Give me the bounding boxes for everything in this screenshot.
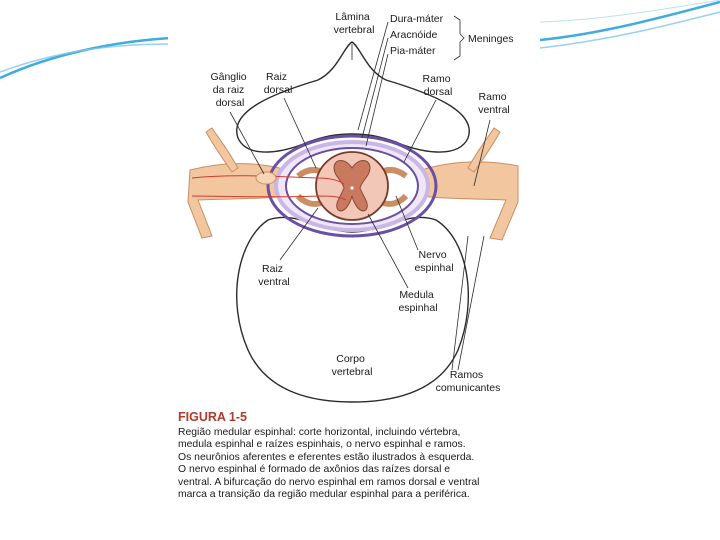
caption-title: FIGURA 1-5 [178, 410, 247, 424]
label-ramo-ventral: Ramo ventral [478, 91, 510, 116]
caption-line: ventral. A bifurcação do nervo espinhal … [178, 476, 480, 488]
caption-line: O nervo espinhal é formado de axônios da… [178, 464, 451, 476]
leader-ramo-dorsal [403, 99, 437, 163]
right-ramus-dorsal [467, 127, 501, 173]
dorsal-root-ganglion [255, 171, 277, 185]
caption-line: marca a transição da região medular espi… [178, 489, 470, 501]
figure-caption: FIGURA 1-5 Região medular espinhal: cort… [178, 410, 528, 501]
label-raiz-dorsal: Raiz dorsal [264, 71, 293, 96]
label-ramo-dorsal: Ramo dorsal [423, 73, 454, 98]
leader-medula [367, 213, 409, 289]
central-canal [350, 186, 354, 190]
dura-mater-ring [266, 134, 438, 238]
caption-line: Região medular espinhal: corte horizonta… [178, 427, 461, 438]
label-ganglio: Gânglio da raiz dorsal [210, 71, 249, 109]
leader-ramo-ventral [473, 119, 491, 187]
spinal-cord-diagram: Lâmina vertebral Dura-máter Aracnóide Pi… [187, 11, 519, 403]
leader-pia [365, 53, 389, 147]
label-meninges: Meninges [468, 33, 514, 45]
label-dura-mater: Dura-máter [390, 13, 444, 25]
label-aracnoide: Aracnóide [390, 29, 437, 41]
label-nervo-espinhal: Nervo espinhal [414, 249, 453, 274]
label-corpo-vertebral: Corpo vertebral [332, 353, 373, 378]
label-pia-mater: Pia-máter [390, 45, 436, 57]
swoosh-left-2 [0, 43, 171, 73]
caption-body: Região medular espinhal: corte horizonta… [178, 427, 528, 501]
leader-ganglio [229, 111, 265, 175]
slide-decoration [0, 0, 720, 80]
leader-dura [357, 21, 389, 131]
figure-page: Lâmina vertebral Dura-máter Aracnóide Pi… [168, 0, 540, 540]
label-ramos-comunicantes: Ramos comunicantes [436, 369, 501, 394]
label-medula-espinhal: Medula espinhal [398, 289, 437, 314]
leader-ramos-comunicantes-2 [457, 235, 485, 371]
leader-raiz-ventral [279, 207, 319, 261]
label-lamina-vertebral: Lâmina vertebral [334, 11, 375, 36]
caption-line: medula espinhal e raízes espinhais, o ne… [178, 439, 466, 451]
swoosh-right-3 [539, 0, 720, 23]
leader-ramos-comunicantes [451, 235, 469, 371]
leader-lines [229, 15, 491, 371]
efferent-neuron [191, 195, 347, 201]
label-raiz-ventral: Raiz ventral [258, 263, 290, 288]
left-ramus-dorsal [205, 127, 239, 173]
swoosh-right-2 [539, 11, 720, 49]
afferent-neuron [191, 175, 345, 185]
leader-nervo [395, 195, 419, 251]
caption-line: Os neurônios aferentes e eferentes estão… [178, 451, 475, 463]
leader-raiz-dorsal [283, 97, 317, 169]
leader-aracnoide [361, 37, 389, 139]
swoosh-right [539, 0, 720, 42]
meninges-bracket [453, 15, 465, 61]
